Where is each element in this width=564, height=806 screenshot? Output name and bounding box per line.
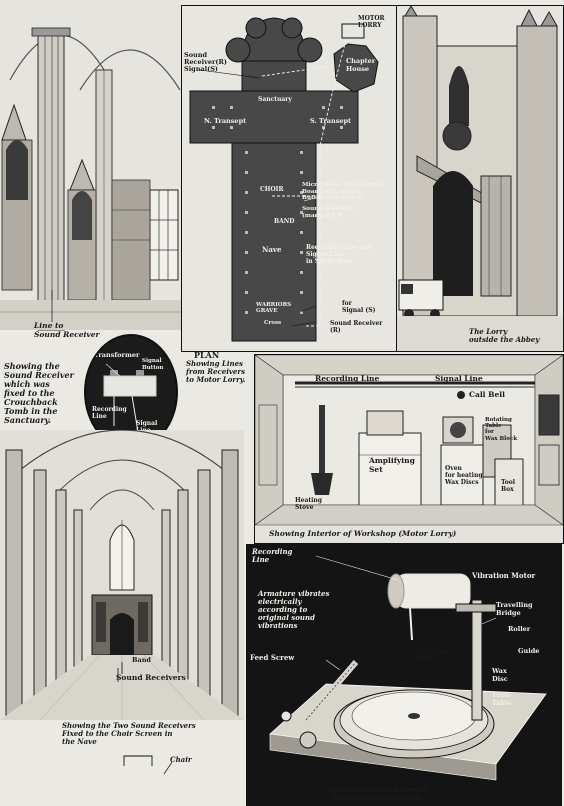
mechanism-recording-point-label: Recording Point bbox=[416, 648, 451, 662]
transformer-label: Transformer bbox=[94, 351, 140, 359]
mechanism-feed-screw-label: Feed Screw bbox=[250, 653, 295, 662]
plan-n-transept-label: N. Transept bbox=[204, 117, 247, 125]
plan-cross-label: Cross bbox=[264, 320, 282, 326]
exterior-caption: The Lorry outside the Abbey bbox=[469, 327, 540, 344]
plan-s-transept-label: S. Transept bbox=[310, 117, 352, 125]
plan-warriors-grave-label: WARRIORS GRAVE bbox=[256, 302, 292, 314]
workshop-signal-line-label: Signal Line bbox=[435, 374, 483, 383]
sanctuary-drawing bbox=[0, 0, 182, 331]
workshop-caption: Showing Interior of Workshop (Motor Lorr… bbox=[269, 529, 457, 538]
plan-drawing bbox=[189, 17, 379, 342]
transformer-drawing bbox=[103, 363, 157, 433]
workshop-oven-label: Oven for heating Wax Discs bbox=[445, 465, 483, 486]
mechanism-travelling-bridge-label: Travelling Bridge bbox=[496, 601, 533, 617]
plan-sound-receiver-r-label: Sound Receiver (R) bbox=[330, 320, 383, 334]
workshop-heating-stove-label: Heating Stove bbox=[295, 497, 322, 511]
nave-drawing bbox=[0, 430, 244, 806]
plan-band-label: BAND bbox=[274, 218, 295, 225]
mechanism-armature-label: Armature vibrates electrically according… bbox=[258, 589, 330, 630]
signal-button-label: Signal Button bbox=[142, 358, 164, 371]
workshop-drawing bbox=[255, 355, 563, 526]
mechanism-vibration-motor-label: Vibration Motor bbox=[472, 571, 536, 580]
workshop-rotating-table-label: Rotating Table for Wax Block bbox=[485, 417, 518, 442]
nave-band-label: Band bbox=[132, 656, 151, 664]
sanctuary-panel: Line to Sound Receiver Showing the Sound… bbox=[0, 0, 182, 430]
mechanism-drawing bbox=[269, 555, 547, 781]
plan-sound-receivers-rr-label: Sound Receivers (marked R R) bbox=[302, 206, 356, 219]
plan-microphone-label: Microphone Transformer Board with Signal… bbox=[302, 182, 384, 202]
line-to-sound-receiver-label: Line to Sound Receiver bbox=[34, 321, 100, 339]
mechanism-caption: Showing enlarged view of Recording Mecha… bbox=[327, 785, 429, 802]
mechanism-guide-label: Guide bbox=[518, 647, 540, 655]
exterior-panel: The Lorry outside the Abbey bbox=[396, 5, 564, 352]
plan-sound-receiver-signal-label: Sound Receiver(R) Signal(S) bbox=[184, 51, 227, 73]
plan-sanctuary-label: Sanctuary bbox=[258, 96, 292, 103]
mechanism-recording-line-label: Recording Line bbox=[252, 547, 293, 564]
sanctuary-caption: Showing the Sound Receiver which was fix… bbox=[4, 361, 74, 425]
mechanism-turn-table-label: Turn- Table bbox=[492, 691, 512, 707]
recording-line-circle-label: Recording Line bbox=[92, 406, 127, 420]
nave-caption: Showing the Two Sound Receivers Fixed to… bbox=[62, 721, 196, 746]
plan-nave-label: Nave bbox=[262, 245, 282, 254]
nave-chair-label: Chair bbox=[170, 755, 192, 764]
mechanism-roller-label: Roller bbox=[508, 625, 531, 633]
plan-chapter-house-label: Chapter House bbox=[346, 57, 376, 73]
nave-panel: Band Sound Receivers Showing the Two Sou… bbox=[0, 430, 244, 806]
plan-motor-lorry-label: MOTOR LORRY bbox=[358, 15, 385, 29]
plan-panel: MOTOR LORRY Chapter House Sound Receiver… bbox=[181, 5, 397, 352]
nave-sound-receivers-label: Sound Receivers bbox=[116, 673, 186, 682]
workshop-call-bell-label: Call Bell bbox=[469, 390, 505, 399]
plan-title: PLAN bbox=[194, 350, 220, 360]
plan-recording-line-label: Recording Line and Signal Line in South … bbox=[306, 244, 372, 265]
workshop-panel: Recording Line Signal Line Call Bell Amp… bbox=[254, 354, 564, 544]
workshop-recording-line-label: Recording Line bbox=[315, 374, 380, 383]
plan-subtitle: Showing Lines from Receivers to Motor Lo… bbox=[186, 359, 246, 384]
mechanism-panel: Recording Line Vibration Motor Armature … bbox=[246, 544, 562, 806]
plan-for-signal-label: for Signal (S) bbox=[342, 300, 376, 314]
workshop-amplifying-set-label: Amplifying Set bbox=[369, 456, 415, 474]
exterior-drawing bbox=[397, 6, 563, 351]
workshop-tool-box-label: Tool Box bbox=[501, 479, 516, 493]
plan-choir-label: CHOIR bbox=[260, 186, 284, 193]
mechanism-wax-disc-label: Wax Disc bbox=[492, 667, 508, 683]
